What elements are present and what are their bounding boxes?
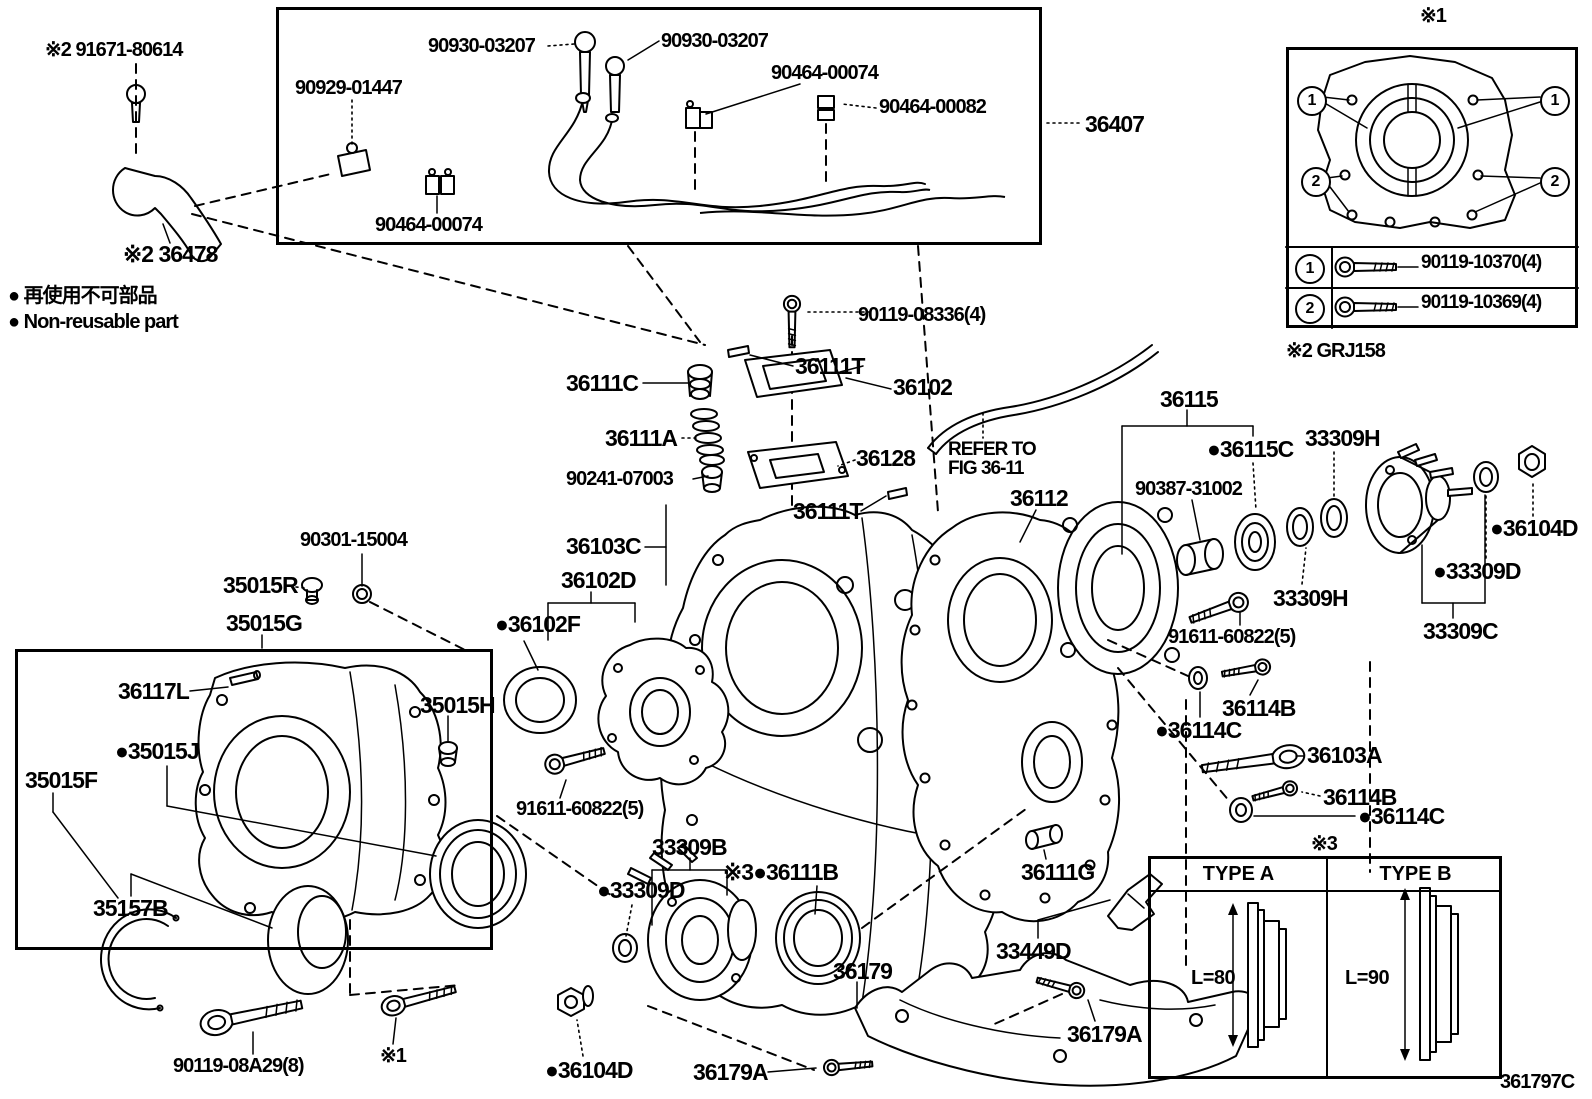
part-label-36102D: 36102D xyxy=(561,567,637,593)
part-label-36115C: ●36115C xyxy=(1207,436,1294,462)
part-label-3: ※3 xyxy=(1311,833,1338,855)
part-label-36111A: 36111A xyxy=(605,425,678,451)
part-label-9046400074: 90464-00074 xyxy=(375,214,483,236)
part-label-9093003207: 90930-03207 xyxy=(661,30,769,52)
part-label-33309B: 33309B xyxy=(652,834,728,860)
part-label-90119103704: 90119-10370(4) xyxy=(1421,252,1542,273)
part-label-36111G: 36111G xyxy=(1021,859,1095,885)
part-label-36407: 36407 xyxy=(1085,111,1145,137)
part-label-36103C: 36103C xyxy=(566,533,642,559)
part-label-36111T: 36111T xyxy=(795,353,865,379)
part-label-36179A: 36179A xyxy=(693,1059,769,1085)
part-label-2GRJ158: ※2 GRJ158 xyxy=(1286,340,1386,362)
part-label-35015F: 35015F xyxy=(25,767,98,793)
part-label-36112: 36112 xyxy=(1010,485,1069,511)
callout-marker-2: 2 xyxy=(1301,167,1331,197)
part-label-36117L: 36117L xyxy=(118,678,190,704)
part-label-36114B: 36114B xyxy=(1222,695,1296,721)
part-label-1: ※1 xyxy=(1420,5,1447,27)
part-label-35015J: ●35015J xyxy=(115,738,200,764)
part-label-33309C: 33309C xyxy=(1423,618,1499,644)
part-label-36179A: 36179A xyxy=(1067,1021,1143,1047)
part-label-36111T: 36111T xyxy=(793,498,863,524)
part-label-9024107003: 90241-07003 xyxy=(566,468,674,490)
part-label-36128: 36128 xyxy=(856,445,916,471)
legend-nonreusable-en: ● Non-reusable part xyxy=(8,311,179,333)
part-label-9046400082: 90464-00082 xyxy=(879,96,987,118)
refer-note-line1: REFER TO xyxy=(948,439,1037,460)
part-label-336111B: ※3●36111B xyxy=(723,859,839,885)
part-label-36104D: ●36104D xyxy=(1490,515,1578,541)
part-label-91611608225: 91611-60822(5) xyxy=(516,798,644,820)
part-label-36102: 36102 xyxy=(893,374,953,400)
part-label-9093003207: 90930-03207 xyxy=(428,35,536,57)
part-label-35015R: 35015R xyxy=(223,572,299,598)
part-label-36103A: 36103A xyxy=(1307,742,1383,768)
part-label-35015G: 35015G xyxy=(226,610,303,636)
callout-marker-1: 1 xyxy=(1297,86,1327,116)
part-label-9046400074: 90464-00074 xyxy=(771,62,879,84)
part-label-33309H: 33309H xyxy=(1273,585,1349,611)
part-label-9030115004: 90301-15004 xyxy=(300,529,408,551)
part-label-35157B: 35157B xyxy=(93,895,169,921)
part-label-91611608225: 91611-60822(5) xyxy=(1168,626,1296,648)
part-label-9011908A298: 90119-08A29(8) xyxy=(173,1055,305,1077)
part-label-33309H: 33309H xyxy=(1305,425,1381,451)
callout-marker-1: 1 xyxy=(1295,254,1325,284)
callout-marker-1: 1 xyxy=(1540,86,1570,116)
part-label-35015H: 35015H xyxy=(420,692,496,718)
callout-marker-2: 2 xyxy=(1295,294,1325,324)
refer-note-line2: FIG 36-11 xyxy=(948,458,1024,479)
part-label-36104D: ●36104D xyxy=(545,1057,633,1083)
callout-marker-2: 2 xyxy=(1540,167,1570,197)
part-label-36115: 36115 xyxy=(1160,386,1219,412)
part-label-9038731002: 90387-31002 xyxy=(1135,478,1243,500)
figure-code: 361797C xyxy=(1500,1071,1575,1093)
part-label-36114C: ●36114C xyxy=(1155,717,1242,743)
part-label-36114B: 36114B xyxy=(1323,784,1397,810)
part-label-36179: 36179 xyxy=(833,958,893,984)
part-label-36114C: ●36114C xyxy=(1358,803,1445,829)
part-label-9092901447: 90929-01447 xyxy=(295,77,403,99)
part-label-33309D: ●33309D xyxy=(597,877,685,903)
part-label-33449D: 33449D xyxy=(996,938,1072,964)
part-label-1: ※1 xyxy=(380,1045,407,1067)
legend-nonreusable-jp: ● 再使用不可部品 xyxy=(8,285,158,307)
label-36478: ※2 36478 xyxy=(123,241,218,267)
part-label-90119083364: 90119-08336(4) xyxy=(858,304,986,326)
part-label-90119103694: 90119-10369(4) xyxy=(1421,292,1542,313)
part-label-33309D: ●33309D xyxy=(1433,558,1521,584)
label-91671-80614: ※2 91671-80614 xyxy=(45,39,183,61)
part-label-36111C: 36111C xyxy=(566,370,639,396)
part-label-36102F: ●36102F xyxy=(495,611,581,637)
